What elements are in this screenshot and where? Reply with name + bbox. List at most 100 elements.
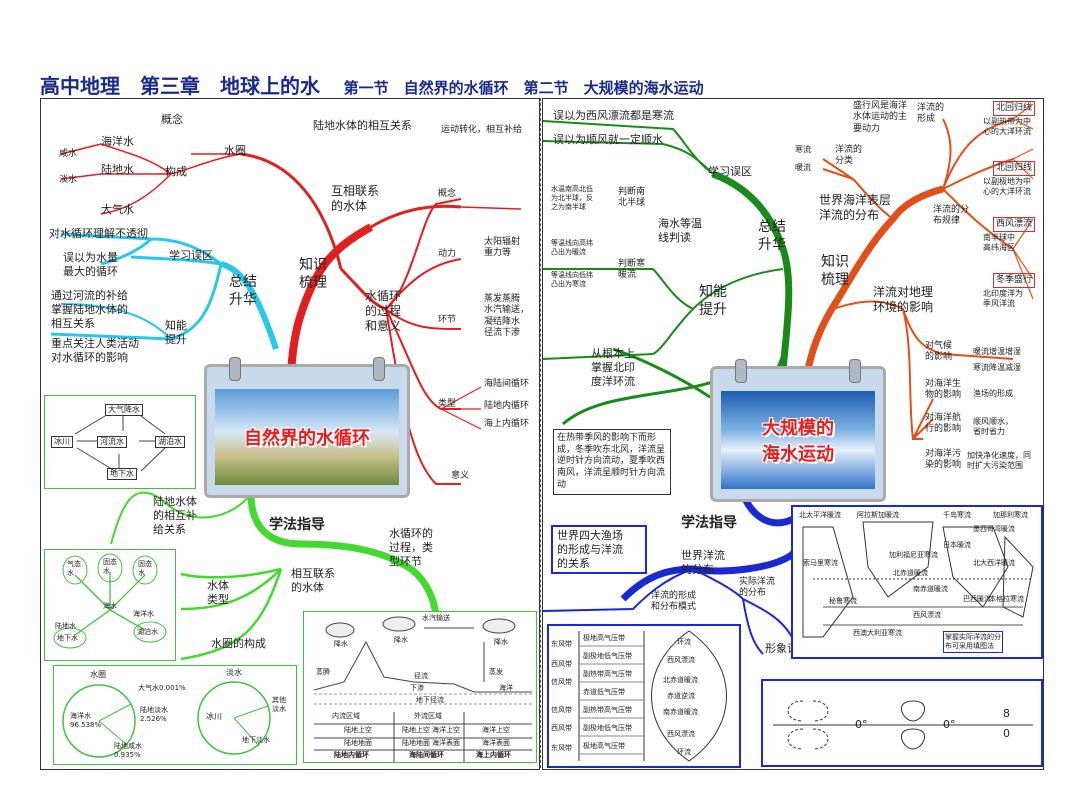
left-ability-1: 通过河流的补给 掌握陆地水体的 相互关系 <box>51 289 128 330</box>
pie2-other: 其他 淡水 <box>272 696 286 714</box>
pressure-6: 副极地低气压带 <box>583 724 632 733</box>
cycle-footer-land: 陆地内循环 <box>334 751 369 760</box>
right-world-dist: 世界洋流 的分布 <box>681 549 725 577</box>
cycle-label-groundflow: 地下径流 <box>416 696 444 705</box>
pressure-5: 副热带高气压带 <box>583 706 632 715</box>
right-impact: 洋流对地理 环境的影响 <box>873 285 933 315</box>
cycle-cell-3: 陆地上空 <box>402 726 430 735</box>
left-center-card: 自然界的水循环 <box>204 364 410 498</box>
pressure-4: 赤道低气压带 <box>583 688 625 697</box>
belt-left-1: 东风带 <box>551 640 572 649</box>
belt-mid-3: 北赤道暖流 <box>663 676 698 685</box>
right-law-tag-4: 冬季盛行 <box>993 273 1035 288</box>
memory-frac-top: 8 <box>1003 707 1010 721</box>
supply-node-river: 河流水 <box>97 436 127 448</box>
page-title: 高中地理 第三章 地球上的水 第一节 自然界的水循环 第二节 大规模的海水运动 <box>40 70 704 99</box>
pie1-land-salt: 陆地咸水 0.935% <box>114 742 142 760</box>
left-related-bodies: 相互联系 的水体 <box>291 567 335 595</box>
right-judge-ns: 判断南 北半球 <box>618 187 645 210</box>
left-land-water: 陆地水 <box>101 163 134 177</box>
left-cycle-type: 类型 <box>438 399 456 410</box>
pie2-title: 淡水 <box>226 668 242 678</box>
pressure-belt-diagram: 东风带 西风带 信风带 信风带 西风带 东风带 极地高气压带 副极地低气压带 副… <box>547 624 741 768</box>
left-mistake-2: 误以为水量 最大的循环 <box>63 251 118 279</box>
cycle-cell-2: 陆地地面 <box>344 739 372 748</box>
map-label-neq: 北赤道暖流 <box>893 569 928 578</box>
belt-left-5: 西风带 <box>551 724 572 733</box>
right-method: 学法指导 <box>681 515 737 533</box>
right-law-tag-1: 北回归线 <box>993 101 1035 116</box>
left-summary: 总结 升华 <box>229 274 257 309</box>
supply-node-ground: 地下水 <box>107 468 137 480</box>
map-label-peru: 秘鲁寒流 <box>829 597 857 606</box>
right-dist-law: 洋流的分 布规律 <box>933 205 969 228</box>
left-cycle-power: 动力 <box>438 249 456 260</box>
left-salt: 咸水 <box>59 149 77 160</box>
right-center-title: 大规模的 海水运动 <box>721 391 875 489</box>
left-knowledge: 知识 梳理 <box>299 257 339 292</box>
map-label-oyashio: 千岛寒流 <box>943 511 971 520</box>
cycle-region-outer: 外流区域 <box>414 712 442 721</box>
cycle-cell-1: 陆地上空 <box>344 726 372 735</box>
belt-left-2: 西风带 <box>551 660 572 669</box>
right-impact-2a: 渔场的形成 <box>973 389 1013 399</box>
right-formation-note: 盛行风是海洋 水体运动的主 要动力 <box>853 101 907 135</box>
water-cycle-sketch: 水汽输送 降水 降水 降水 蒸发 蒸腾 径流 地下径流 海洋 下渗 内流区域 外… <box>303 611 537 763</box>
memory-pattern: 0° 0° 8 0 <box>761 679 1043 767</box>
left-cycle: 水循环 的过程 和意义 <box>365 289 401 334</box>
left-fresh: 淡水 <box>59 175 77 186</box>
right-mistake-1: 误以为西风漂流都是寒流 <box>553 109 674 123</box>
right-fishery-box: 世界四大渔场 的形成与洋流 的关系 <box>551 525 647 574</box>
right-impact-4: 对海洋污 染的影响 <box>925 449 961 472</box>
tree-node-land: 陆地水 <box>55 622 76 631</box>
left-cycle-meaning: 意义 <box>451 471 469 482</box>
left-ability-2: 重点关注人类活动 对水循环的影响 <box>51 337 139 365</box>
pressure-7: 极地高气压带 <box>583 742 625 751</box>
memory-deg-2: 0° <box>943 718 956 732</box>
page-title-main: 高中地理 第三章 地球上的水 <box>40 74 320 98</box>
left-cycle-link-note: 蒸发蒸腾 水汽输送， 凝结降水 径流下渗 <box>484 294 529 339</box>
map-label-california: 加利福尼亚寒流 <box>889 551 938 560</box>
supply-node-glacier: 冰川 <box>51 436 73 448</box>
map-label-natlantic: 北大西洋暖流 <box>973 559 1015 568</box>
pie1-title: 水圈 <box>90 670 106 680</box>
right-law-note-1: 以副热带为中 心的大洋环流 <box>983 117 1031 137</box>
right-judge-ns-note: 水温南高北低 为北半球，反 之为南半球 <box>551 185 593 211</box>
left-interrelated: 互相联系 的水体 <box>331 184 379 214</box>
left-concept: 概念 <box>161 113 183 127</box>
right-impact-3a: 顺风顺水， 省时省力 <box>973 417 1013 437</box>
right-law-tag-3: 西风漂流 <box>993 217 1035 232</box>
right-ability-1: 从根本上 掌握北印 度洋环流 <box>591 347 635 388</box>
right-cold: 寒流 <box>795 145 811 155</box>
pressure-1: 极地高气压带 <box>583 634 625 643</box>
belt-mid-2: 西风漂流 <box>667 656 695 665</box>
ocean-current-map: 北太平洋暖流 阿拉斯加暖流 日本暖流 加利福尼亚寒流 秘鲁寒流 北赤道暖流 南赤… <box>791 505 1043 659</box>
right-impact-1a: 暖流增温增湿 <box>973 347 1021 357</box>
center-divider <box>540 98 541 768</box>
cycle-label-evap: 蒸发 <box>489 668 503 677</box>
left-mistakes: 学习误区 <box>169 249 213 263</box>
left-cycle-types-label: 水循环的 过程，类 型环节 <box>389 527 433 568</box>
cycle-label-ocean: 海洋 <box>499 684 513 693</box>
map-label-seq: 南赤道暖流 <box>913 585 948 594</box>
cycle-footer-sealand: 海陆间循环 <box>409 751 444 760</box>
left-cycle-concept: 概念 <box>438 189 456 200</box>
water-body-tree: 气态水 固态水 固态水 海洋水 湖泊水 陆地水 地下水 海水 <box>44 549 176 661</box>
map-label-gulf: 墨西哥湾暖流 <box>973 525 1015 534</box>
belt-left-4: 信风带 <box>551 706 572 715</box>
pie2-glacier: 冰川 <box>206 712 222 722</box>
cycle-label-rain-1: 降水 <box>334 640 348 649</box>
belt-left-6: 东风带 <box>551 744 572 753</box>
cycle-label-transp: 蒸腾 <box>316 668 330 677</box>
map-label-benguela: 本格拉寒流 <box>989 595 1024 604</box>
left-body-types: 水体 类型 <box>207 579 229 607</box>
cycle-label-transport: 水汽输送 <box>422 614 450 623</box>
right-warm: 暖流 <box>795 163 811 173</box>
tree-node-lake: 湖泊水 <box>137 628 158 637</box>
left-panel: 自然界的水循环 知识 梳理 互相联系 的水体 陆地水体的相互关系 运动转化，相互… <box>40 98 540 770</box>
left-mistake-1: 对水循环理解不透彻 <box>49 227 148 241</box>
right-impact-1b: 寒流降温减湿 <box>973 363 1021 373</box>
map-label-brazil: 巴西暖流 <box>963 595 991 604</box>
right-impact-4a: 加快净化速度，同 时扩大污染范围 <box>967 451 1031 471</box>
map-label-alaska: 阿拉斯加暖流 <box>857 511 899 520</box>
